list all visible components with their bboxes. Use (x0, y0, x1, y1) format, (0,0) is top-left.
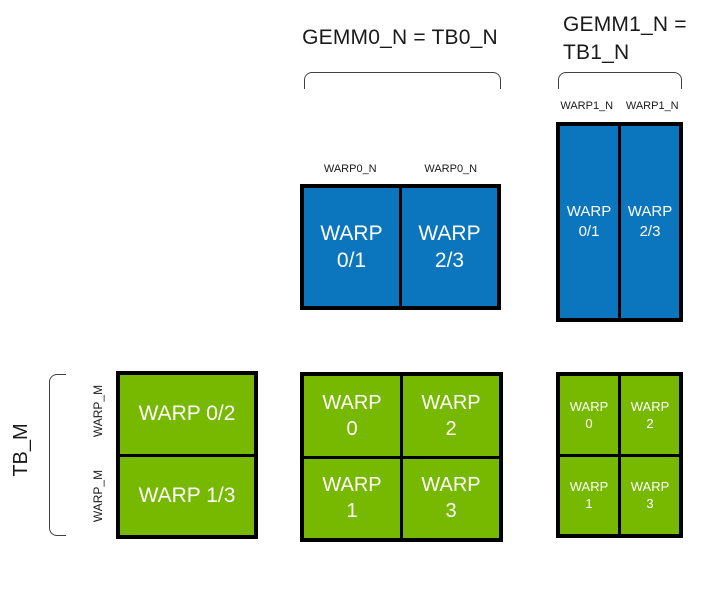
warp-cell-line1: WARP (630, 479, 670, 495)
gemm0-accumulator-block: WARP 0/1 WARP 2/3 (300, 184, 501, 310)
warp-cell-line2: 3 (646, 496, 654, 512)
gemm0-acc-warp-23-cell: WARP 2/3 (402, 188, 497, 306)
warp-cell-line1: WARP (320, 222, 383, 245)
warp-cell-line2: 2 (445, 417, 457, 440)
tb-warp-13-cell: WARP 1/3 (120, 456, 254, 535)
gemm0-warp-tile-block: WARP 0 WARP 2 WARP 1 WARP 3 (300, 372, 503, 542)
gemm1-warp-0-cell: WARP 0 (560, 376, 618, 454)
warp-cell-line2: 2 (646, 415, 654, 431)
gemm0-warp-2-cell: WARP 2 (403, 376, 499, 456)
gemm0-n-title: GEMM0_N = TB0_N (302, 26, 498, 49)
gemm1-warp-tile-block: WARP 0 WARP 2 WARP 1 WARP 3 (556, 372, 683, 538)
warp-cell-line2: 1 (585, 496, 593, 512)
warp-cell-label: WARP 0/2 (138, 402, 236, 426)
warp-m-label-bottom: WARP_M (91, 469, 105, 523)
warp-cell-line1: WARP (418, 222, 481, 245)
warp-cell-line2: 3 (445, 500, 457, 523)
warp-cell-line1: WARP (322, 474, 382, 497)
warp0-n-label-left: WARP0_N (323, 163, 377, 175)
warp-cell-line2: 0 (346, 417, 358, 440)
warp-cell-line1: WARP (421, 474, 481, 497)
gemm0-warp-0-cell: WARP 0 (304, 376, 400, 456)
gemm1-acc-warp-23-cell: WARP 2/3 (621, 126, 679, 318)
gemm0-acc-warp-01-cell: WARP 0/1 (304, 188, 399, 306)
warp-cell-line2: 0 (585, 415, 593, 431)
warp0-n-labels: WARP0_N WARP0_N (300, 163, 501, 175)
warp0-n-label-right: WARP0_N (424, 163, 478, 175)
warp-cell-label: WARP 1/3 (138, 483, 236, 507)
tb-m-label: TB_M (9, 423, 32, 477)
gemm1-warp-3-cell: WARP 3 (621, 456, 679, 534)
warp-cell-line1: WARP (627, 203, 673, 220)
warp-cell-line2: 0/1 (336, 249, 367, 272)
gemm1-n-title-line1: GEMM1_N = (563, 13, 687, 36)
tb-warp-02-cell: WARP 0/2 (120, 375, 254, 454)
gemm1-warp-1-cell: WARP 1 (560, 456, 618, 534)
warp-cell-line2: 2/3 (434, 249, 465, 272)
gemm1-acc-warp-01-cell: WARP 0/1 (560, 126, 618, 318)
tb-m-bracket (49, 374, 66, 536)
warp1-n-labels: WARP1_N WARP1_N (554, 100, 685, 112)
gemm1-accumulator-block: WARP 0/1 WARP 2/3 (556, 122, 683, 322)
warp-cell-line1: WARP (630, 398, 670, 414)
tb-m-block: WARP 0/2 WARP 1/3 (116, 371, 258, 539)
warp1-n-label-left: WARP1_N (560, 100, 614, 112)
gemm1-n-bracket (558, 72, 682, 89)
gemm1-warp-2-cell: WARP 2 (621, 376, 679, 454)
gemm0-warp-1-cell: WARP 1 (304, 458, 400, 538)
warp-cell-line1: WARP (569, 398, 609, 414)
gemm1-n-title: GEMM1_N = TB1_N (563, 11, 687, 67)
warp-cell-line1: WARP (569, 479, 609, 495)
warp-cell-line2: 0/1 (578, 223, 600, 240)
gemm0-n-bracket (304, 72, 501, 89)
warp1-n-label-right: WARP1_N (625, 100, 679, 112)
warp-cell-line1: WARP (322, 391, 382, 414)
gemm1-n-title-line2: TB1_N (563, 41, 630, 64)
gemm0-warp-3-cell: WARP 3 (403, 458, 499, 538)
warp-m-label-top: WARP_M (91, 384, 105, 438)
warp-cell-line2: 1 (346, 500, 358, 523)
warp-cell-line1: WARP (566, 203, 612, 220)
warp-cell-line1: WARP (421, 391, 481, 414)
warp-cell-line2: 2/3 (639, 223, 661, 240)
